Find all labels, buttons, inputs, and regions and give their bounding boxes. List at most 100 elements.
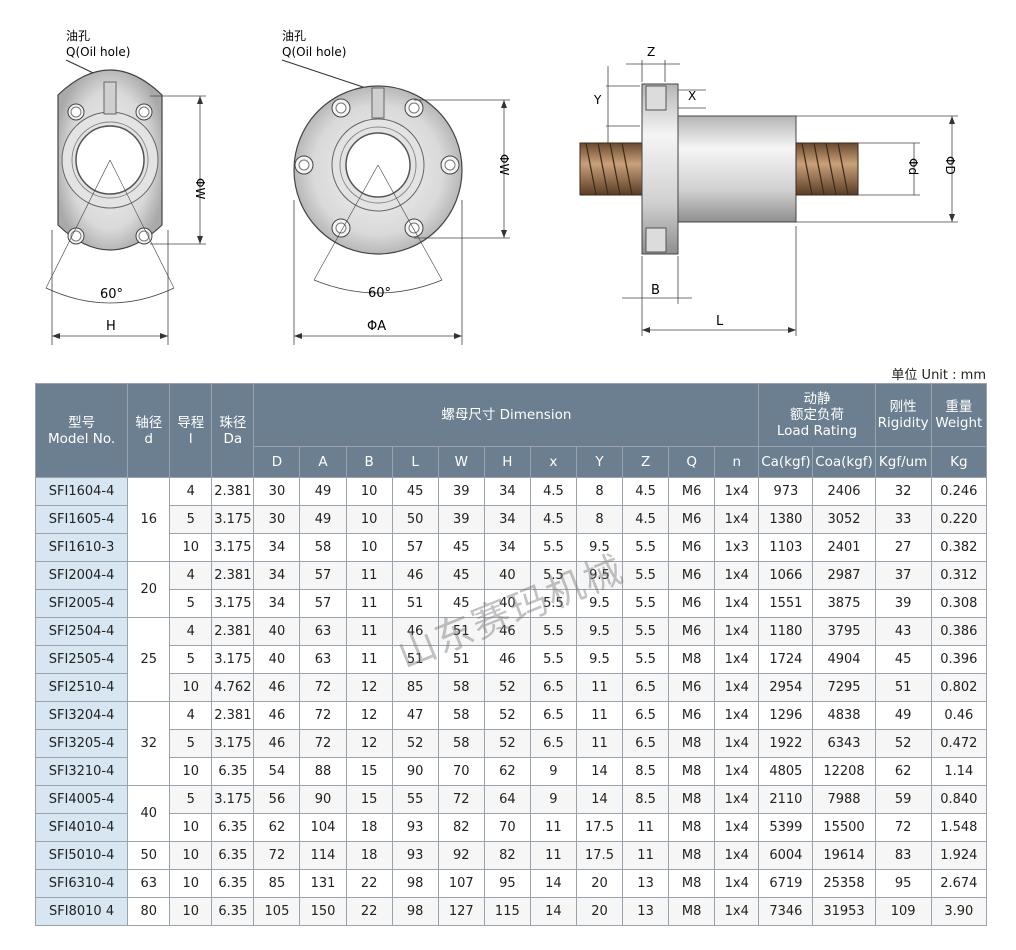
table-cell: 1x4 <box>714 589 760 618</box>
table-cell: 127 <box>437 897 485 926</box>
table-cell: 63 <box>299 617 347 646</box>
table-cell: 10 <box>169 897 213 926</box>
table-cell: 12208 <box>812 757 876 786</box>
table-cell: 40 <box>253 645 301 674</box>
table-cell: 11 <box>345 645 393 674</box>
table-cell: 49 <box>874 701 932 730</box>
table-cell: 45 <box>437 533 485 562</box>
model-cell: SFI1604-4 <box>34 477 129 506</box>
view-side: Z Y X Φd ΦD <box>579 45 958 336</box>
table-cell: 11 <box>622 813 670 842</box>
table-cell: 3795 <box>812 617 876 646</box>
table-cell: 12 <box>345 701 393 730</box>
table-cell: 1x4 <box>714 841 760 870</box>
model-cell: SFI2510-4 <box>34 673 129 702</box>
table-cell: 33 <box>874 505 932 534</box>
view-round-flange: 油孔 Q(Oil hole) ΦW 60° ΦA <box>281 29 511 345</box>
table-cell: 1x4 <box>714 729 760 758</box>
table-cell: 34 <box>483 477 531 506</box>
table-cell: 10 <box>345 477 393 506</box>
table-cell: 72 <box>299 673 347 702</box>
model-cell: SFI4010-4 <box>34 813 129 842</box>
table-cell: 70 <box>437 757 485 786</box>
table-cell: 3.175 <box>211 645 255 674</box>
table-cell: M8 <box>668 785 716 814</box>
table-cell: 93 <box>391 813 439 842</box>
table-cell: 62 <box>253 813 301 842</box>
table-cell: 2.381 <box>211 617 255 646</box>
table-cell: 7988 <box>812 785 876 814</box>
table-cell: 72 <box>253 841 301 870</box>
table-cell: 973 <box>758 477 814 506</box>
table-cell: 54 <box>253 757 301 786</box>
table-cell: 11 <box>345 589 393 618</box>
sub-header-14: Kg <box>930 446 988 478</box>
table-cell: 98 <box>391 869 439 898</box>
table-cell: 6.5 <box>622 729 670 758</box>
table-cell: 6.5 <box>529 701 577 730</box>
table-cell: 10 <box>169 673 213 702</box>
table-cell: M8 <box>668 869 716 898</box>
table-cell: M8 <box>668 729 716 758</box>
table-cell: 40 <box>483 561 531 590</box>
phi-d-big-label: ΦD <box>943 156 957 175</box>
model-cell: SFI2004-4 <box>34 561 129 590</box>
table-cell: 1x4 <box>714 477 760 506</box>
phi-a-label: ΦA <box>367 319 386 334</box>
table-cell: 1724 <box>758 645 814 674</box>
table-cell: 114 <box>299 841 347 870</box>
table-cell: 57 <box>391 533 439 562</box>
table-cell: 2406 <box>812 477 876 506</box>
table-cell: M8 <box>668 841 716 870</box>
table-cell: 0.386 <box>930 617 988 646</box>
b-label: B <box>651 283 660 298</box>
table-cell: 46 <box>391 617 439 646</box>
table-cell: 5399 <box>758 813 814 842</box>
table-cell: 0.382 <box>930 533 988 562</box>
table-cell: 52 <box>483 729 531 758</box>
sub-header-1: A <box>299 446 347 478</box>
table-cell: 51 <box>874 673 932 702</box>
table-cell: 0.46 <box>930 701 988 730</box>
table-cell: 11 <box>575 729 624 758</box>
model-cell: SFI2504-4 <box>34 617 129 646</box>
table-cell: 31953 <box>812 897 876 926</box>
table-cell: 10 <box>169 757 213 786</box>
oil-hole-cn-label: 油孔 <box>66 29 90 43</box>
table-cell: 0.802 <box>930 673 988 702</box>
table-cell: 2987 <box>812 561 876 590</box>
table-cell: 57 <box>299 589 347 618</box>
table-cell: 51 <box>391 645 439 674</box>
table-cell: M8 <box>668 897 716 926</box>
table-cell: 93 <box>391 841 439 870</box>
table-cell: 49 <box>299 505 347 534</box>
model-cell: SFI2505-4 <box>34 645 129 674</box>
table-cell: 22 <box>345 869 393 898</box>
table-cell: 1296 <box>758 701 814 730</box>
shaft-cell: 40 <box>127 785 171 842</box>
model-cell: SFI8010 4 <box>34 897 129 926</box>
table-cell: 46 <box>253 673 301 702</box>
table-cell: 2.381 <box>211 701 255 730</box>
table-cell: 4.5 <box>529 505 577 534</box>
table-cell: 6004 <box>758 841 814 870</box>
table-cell: 6.35 <box>211 841 255 870</box>
x-label: X <box>688 89 696 103</box>
table-cell: 1551 <box>758 589 814 618</box>
table-cell: 5.5 <box>622 645 670 674</box>
table-cell: 8 <box>575 477 624 506</box>
table-cell: 0.472 <box>930 729 988 758</box>
table-cell: 32 <box>874 477 932 506</box>
table-cell: 11 <box>575 701 624 730</box>
table-cell: 1x4 <box>714 897 760 926</box>
table-cell: 72 <box>437 785 485 814</box>
table-cell: 46 <box>483 617 531 646</box>
table-cell: 2110 <box>758 785 814 814</box>
table-cell: 9.5 <box>575 617 624 646</box>
table-cell: 49 <box>299 477 347 506</box>
